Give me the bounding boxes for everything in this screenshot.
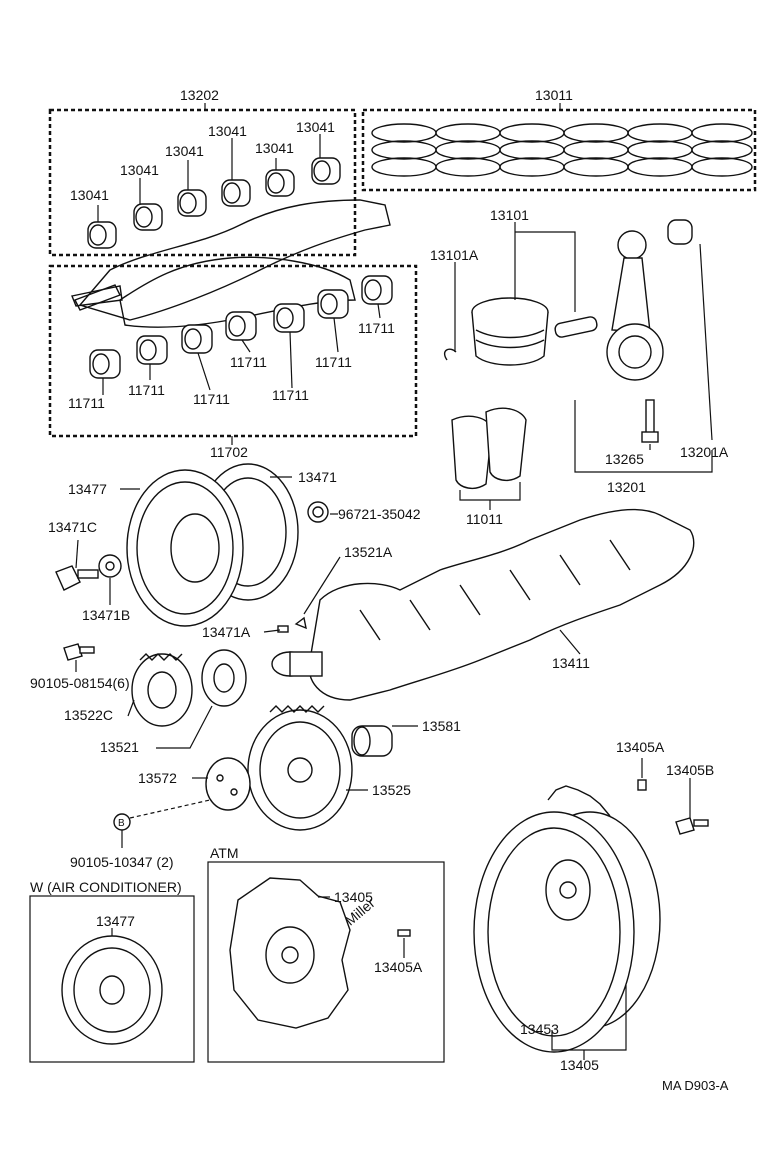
label-96721-35042: 96721-35042 [338, 506, 421, 522]
label-13405-bottom: 13405 [560, 1057, 599, 1073]
label-13471C: 13471C [48, 519, 97, 535]
pulley-13477-ac [61, 935, 163, 1045]
label-11711-f: 11711 [315, 354, 352, 370]
thrust-washers-11011 [451, 407, 527, 490]
connecting-rod-13201 [606, 219, 693, 443]
label-13405-atm: 13405 [334, 889, 373, 905]
label-13201A: 13201A [680, 444, 729, 460]
part-labels: 13202 13011 13041 13041 13041 13041 1304… [30, 87, 729, 1093]
label-13201: 13201 [607, 479, 646, 495]
label-11711-b: 11711 [128, 382, 165, 398]
crankshaft-13411 [271, 508, 695, 701]
flywheel-13405 [473, 785, 661, 1053]
group-box-11702 [48, 264, 418, 438]
label-13041-e: 13041 [255, 140, 294, 156]
piston-rings-13011 [371, 123, 753, 177]
label-13041-c: 13041 [165, 143, 204, 159]
label-11011: 11011 [466, 511, 503, 527]
label-90105-08154: 90105-08154(6) [30, 675, 130, 691]
label-13041-d: 13041 [208, 123, 247, 139]
label-13405A-top: 13405A [616, 739, 665, 755]
label-11711-a: 11711 [68, 395, 105, 411]
label-13522C: 13522C [64, 707, 113, 723]
label-13453: 13453 [520, 1021, 559, 1037]
group-box-13011 [361, 108, 757, 192]
label-11711-d: 11711 [230, 354, 267, 370]
bolt-90105-08154 [63, 643, 95, 661]
label-13525: 13525 [372, 782, 411, 798]
gear-13521 [201, 649, 247, 707]
drive-plate-13405-atm [229, 877, 351, 1029]
group-box-13202 [48, 108, 357, 257]
crank-gear-13522C [131, 653, 193, 727]
air-conditioner-box [29, 895, 195, 1063]
camshaft-outline [78, 199, 391, 321]
label-13471: 13471 [298, 469, 337, 485]
label-13521: 13521 [100, 739, 139, 755]
label-13405B: 13405B [666, 762, 714, 778]
label-13581: 13581 [422, 718, 461, 734]
pin-13405A [637, 779, 647, 791]
pin-13405A-atm [397, 929, 411, 937]
flywheel-bolt-13405B [675, 817, 709, 835]
label-13477: 13477 [68, 481, 107, 497]
label-11711-e: 11711 [272, 387, 309, 403]
footer-code: MA D903-A [662, 1078, 729, 1093]
label-13101: 13101 [490, 207, 529, 223]
label-11711-c: 11711 [193, 391, 230, 407]
pulley-bolt-13471C [55, 554, 122, 591]
leader-lines [75, 103, 713, 1060]
label-13477-ac: 13477 [96, 913, 135, 929]
label-13041-a: 13041 [70, 187, 109, 203]
label-13471A: 13471A [202, 624, 251, 640]
bearing-shells-13041 [87, 157, 341, 249]
timing-pulley-13525 [247, 705, 353, 831]
plate-13572 [205, 757, 251, 811]
bearing-shells-11711 [89, 275, 393, 379]
key-13521A [294, 616, 307, 630]
label-13041-f: 13041 [296, 119, 335, 135]
label-13101A: 13101A [430, 247, 479, 263]
label-13572: 13572 [138, 770, 177, 786]
piston-13101 [443, 297, 598, 366]
label-atm: ATM [210, 845, 239, 861]
label-11711-g: 11711 [358, 320, 395, 336]
label-13471B: 13471B [82, 607, 130, 623]
key-13471A [277, 625, 289, 633]
label-B: B [118, 818, 125, 829]
label-13411: 13411 [552, 655, 590, 671]
label-13041-b: 13041 [120, 162, 159, 178]
label-13521A: 13521A [344, 544, 393, 560]
bushing-13581 [351, 725, 393, 757]
crank-pulley-13477 [126, 463, 329, 627]
label-11702: 11702 [210, 444, 248, 460]
label-air-conditioner: W (AIR CONDITIONER) [30, 879, 182, 895]
label-13405A-atm: 13405A [374, 959, 423, 975]
atm-box [207, 861, 445, 1063]
label-90105-10347: 90105-10347 (2) [70, 854, 174, 870]
label-13202: 13202 [180, 87, 219, 103]
label-13011: 13011 [535, 87, 573, 103]
label-13265: 13265 [605, 451, 644, 467]
